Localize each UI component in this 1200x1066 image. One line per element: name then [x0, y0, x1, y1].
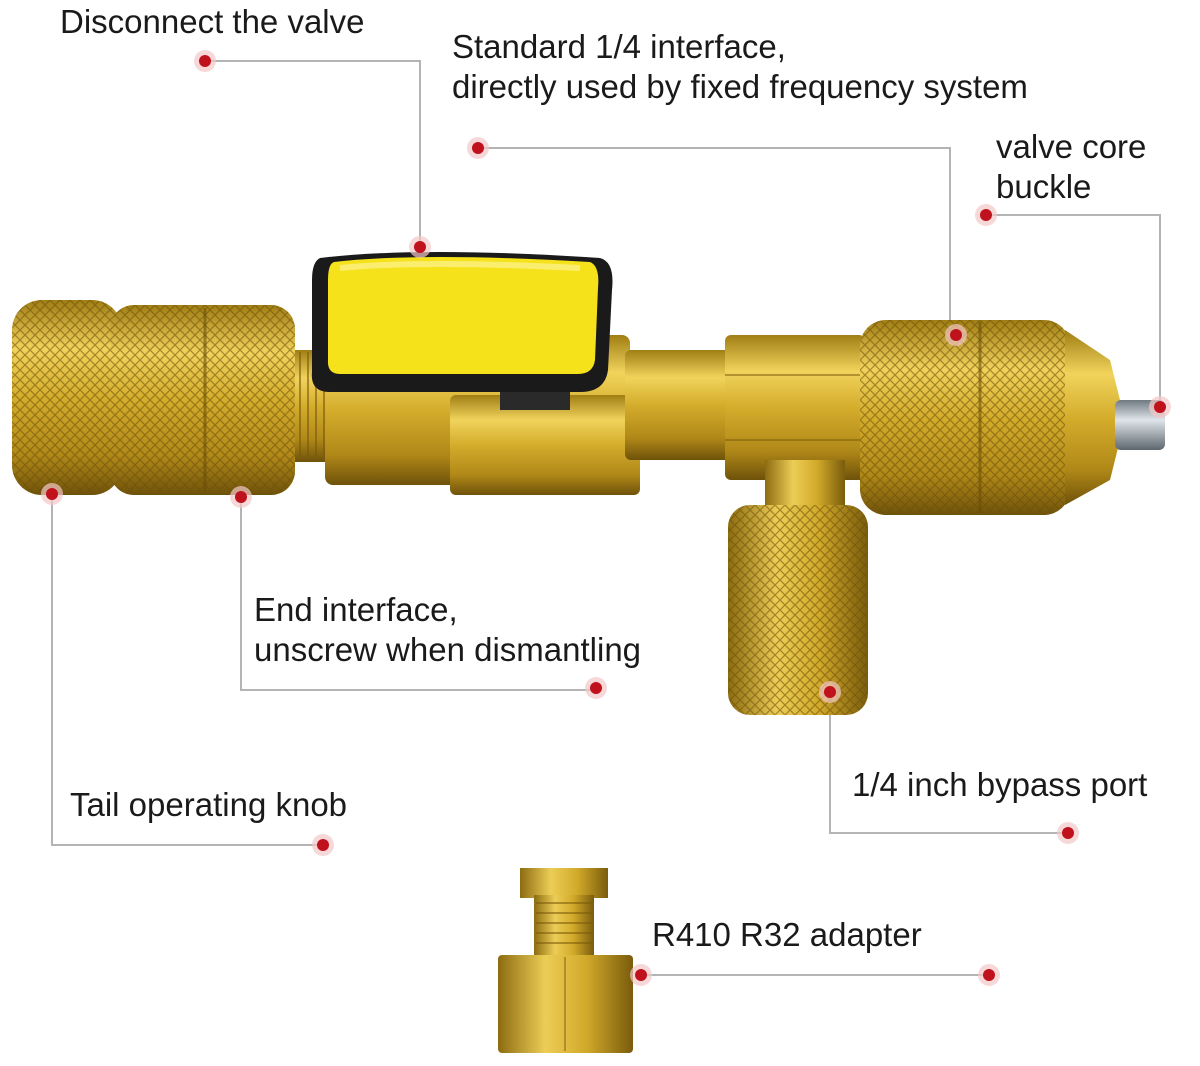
marker-dot: [978, 964, 1000, 986]
marker-dot: [194, 50, 216, 72]
marker-dot: [819, 681, 841, 703]
marker-dot: [409, 236, 431, 258]
marker-dot: [585, 677, 607, 699]
marker-dot: [630, 964, 652, 986]
label-tail-knob: Tail operating knob: [70, 785, 347, 825]
label-bypass-port: 1/4 inch bypass port: [852, 765, 1147, 805]
marker-dot: [975, 204, 997, 226]
label-end-interface: End interface, unscrew when dismantling: [254, 590, 641, 670]
leader-line-tail-knob: [51, 494, 323, 846]
leader-line-standard-interface: [478, 147, 951, 333]
markers: [41, 50, 1171, 986]
marker-dot: [230, 486, 252, 508]
label-text: unscrew when dismantling: [254, 631, 642, 668]
marker-dot: [945, 324, 967, 346]
label-text: buckle: [996, 168, 1092, 205]
leader-line-end-interface: [240, 497, 596, 691]
leader-line-valve-core-buckle: [986, 214, 1161, 405]
label-text: 1/4 inch bypass port: [852, 766, 1148, 803]
marker-dot: [467, 137, 489, 159]
label-text: R410 R32 adapter: [652, 916, 922, 953]
label-text: Disconnect the valve: [60, 3, 365, 40]
label-standard-interface: Standard 1/4 interface, directly used by…: [452, 27, 1028, 107]
leader-lines: [51, 60, 1161, 976]
marker-dot: [1149, 396, 1171, 418]
label-text: directly used by fixed frequency system: [452, 68, 1028, 105]
marker-dot: [1057, 822, 1079, 844]
r410-r32-adapter: [498, 868, 633, 1053]
label-text: valve core: [996, 128, 1147, 165]
label-disconnect-valve: Disconnect the valve: [60, 2, 365, 42]
valve-handle: [311, 252, 613, 410]
leader-line-bypass-port: [829, 690, 1068, 834]
valve-tool: [12, 252, 1165, 715]
label-text: Standard 1/4 interface,: [452, 28, 786, 65]
connector-tube: [625, 350, 735, 460]
label-text: End interface,: [254, 591, 458, 628]
marker-dot: [312, 834, 334, 856]
label-adapter: R410 R32 adapter: [652, 915, 922, 955]
nose-cone: [1065, 330, 1125, 505]
hex-cross: [725, 335, 865, 480]
label-valve-core-buckle: valve core buckle: [996, 127, 1146, 207]
label-text: Tail operating knob: [70, 786, 348, 823]
leader-line-disconnect-valve: [205, 60, 421, 247]
marker-dot: [41, 483, 63, 505]
